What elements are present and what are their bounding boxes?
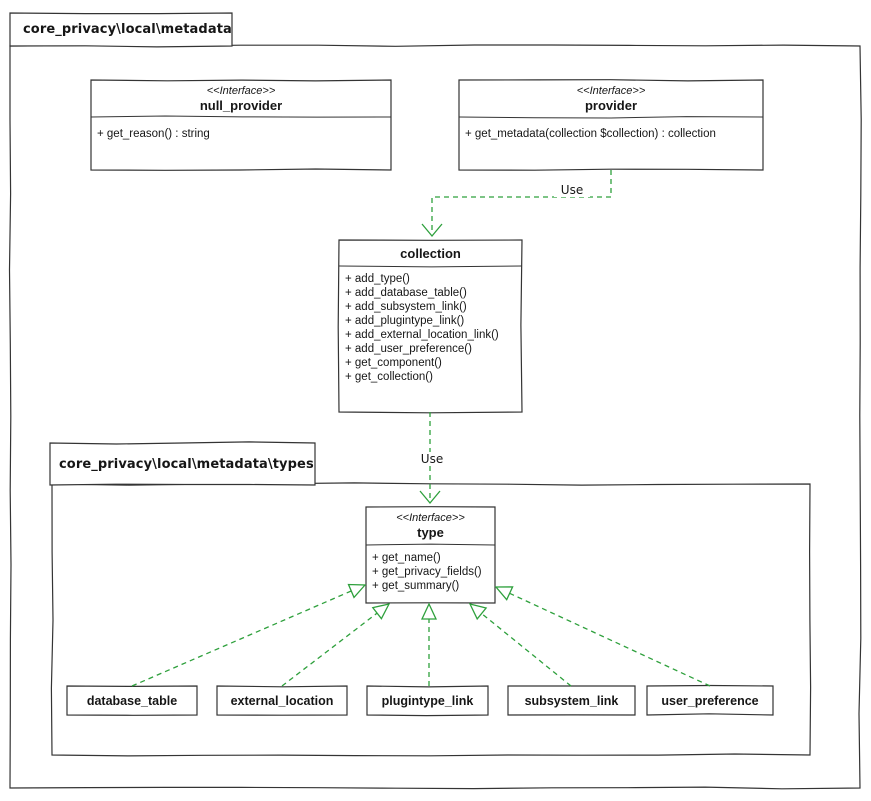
method-label: + add_type() (345, 273, 410, 285)
method-label: + get_collection() (345, 371, 433, 383)
method-label: + get_metadata(collection $collection) :… (465, 128, 716, 140)
method-label: + get_summary() (372, 580, 460, 592)
stereotype-label: <<Interface>> (396, 512, 465, 524)
class-external-location: external_location (230, 693, 334, 708)
method-label: + add_database_table() (345, 287, 467, 299)
class-provider: <<Interface>> provider + get_metadata(co… (459, 80, 763, 170)
class-name-label: null_provider (199, 98, 283, 113)
class-plugintype-link: plugintype_link (381, 693, 474, 708)
stereotype-label: <<Interface>> (206, 85, 276, 97)
method-label: + get_reason() : string (97, 128, 210, 140)
package-tab-types: core_privacy\local\metadata\types (59, 456, 314, 472)
class-name-label: collection (400, 246, 461, 261)
edge-label-use-collection-type: Use (414, 452, 450, 466)
class-name-label: provider (584, 98, 637, 113)
package-tab-metadata: core_privacy\local\metadata (23, 22, 232, 37)
method-label: + add_plugintype_link() (345, 315, 465, 327)
method-label: + get_name() (372, 552, 441, 564)
class-subsystem-link: subsystem_link (524, 693, 619, 708)
class-collection: collection + add_type() + add_database_t… (339, 240, 522, 412)
class-name-label: type (417, 525, 444, 540)
class-database-table: database_table (86, 693, 178, 708)
method-label: + add_external_location_link() (345, 329, 499, 341)
method-label: + add_subsystem_link() (345, 301, 467, 313)
class-null-provider: <<Interface>> null_provider + get_reason… (91, 80, 391, 170)
class-user-preference: user_preference (661, 693, 759, 708)
stereotype-label: <<Interface>> (576, 85, 646, 97)
method-label: + add_user_preference() (345, 343, 472, 355)
class-type: <<Interface>> type + get_name() + get_pr… (366, 507, 495, 603)
method-label: + get_privacy_fields() (372, 566, 482, 578)
method-label: + get_component() (345, 357, 442, 369)
edge-label-use-provider-collection: Use (554, 183, 590, 197)
